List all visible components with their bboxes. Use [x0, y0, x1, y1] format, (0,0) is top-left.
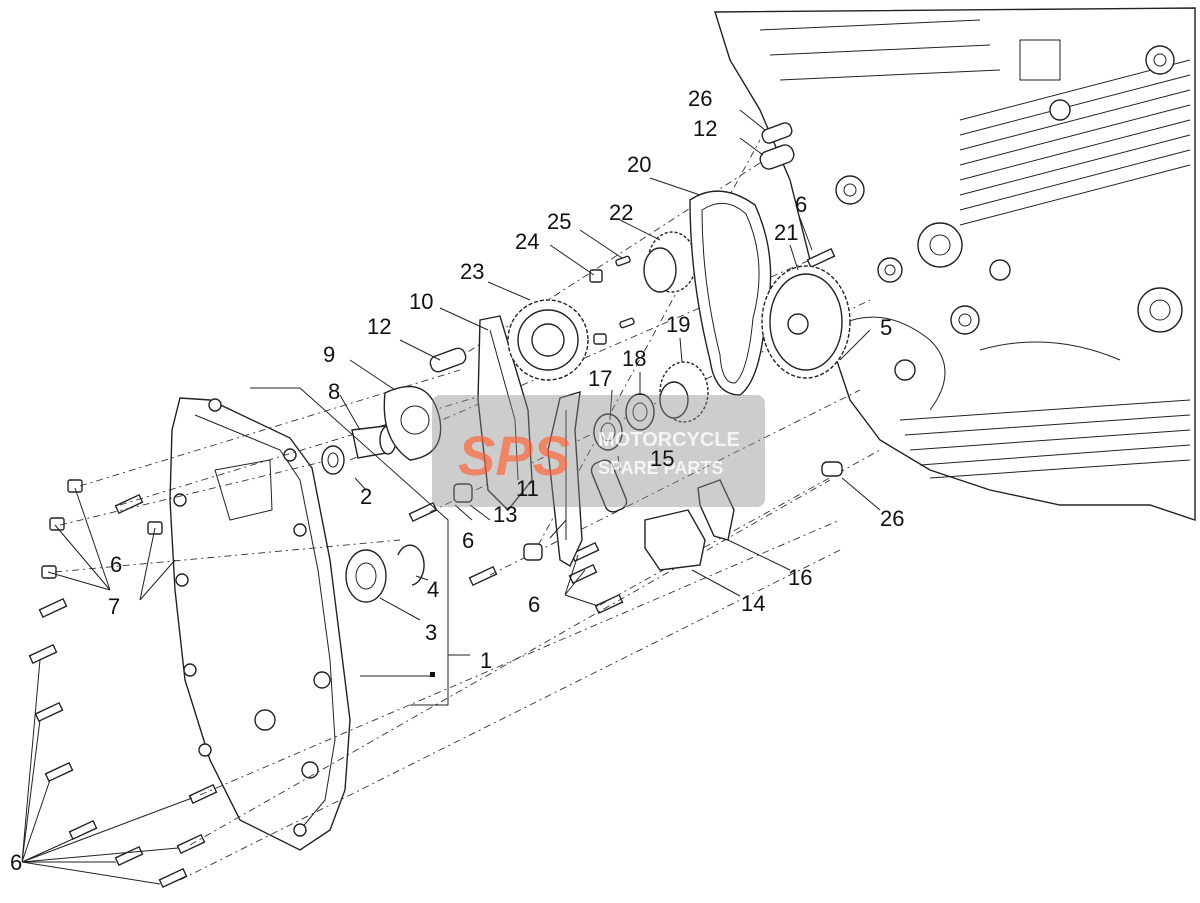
callout-6-e: 6 [795, 192, 807, 217]
callout-1-marker [430, 672, 435, 677]
callout-2: 2 [360, 484, 372, 509]
callout-8: 8 [328, 379, 340, 404]
watermark-line1: MOTORCYCLE [598, 429, 740, 451]
watermark-box [432, 395, 765, 507]
watermark: SPS MOTORCYCLE SPARE PARTS [432, 395, 765, 507]
callout-16: 16 [788, 565, 812, 590]
callout-13: 13 [493, 502, 517, 527]
callout-24: 24 [515, 229, 539, 254]
callout-5: 5 [880, 315, 892, 340]
assembly-axes [54, 139, 881, 881]
engine-block [714, 7, 1196, 521]
callout-9: 9 [323, 342, 335, 367]
callout-6-c: 6 [462, 528, 474, 553]
callout-25: 25 [547, 209, 571, 234]
callout-12-b: 12 [693, 116, 717, 141]
callout-6-b: 6 [10, 850, 22, 875]
cover-bolts [28, 247, 836, 889]
callout-numbers: 1 2 3 4 5 6 6 6 6 6 7 8 9 10 11 12 12 13… [10, 86, 904, 875]
crankcase-cover [169, 397, 351, 851]
callout-3: 3 [425, 620, 437, 645]
callout-26-b: 26 [880, 506, 904, 531]
callout-22: 22 [609, 200, 633, 225]
callout-21: 21 [774, 220, 798, 245]
callout-4: 4 [427, 577, 439, 602]
callout-6-a: 6 [110, 552, 122, 577]
callout-10: 10 [409, 289, 433, 314]
callout-19: 19 [666, 312, 690, 337]
callout-17: 17 [588, 366, 612, 391]
watermark-line2: SPARE PARTS [598, 458, 723, 478]
callout-18: 18 [622, 346, 646, 371]
timing-components [321, 122, 851, 603]
callout-6-d: 6 [528, 592, 540, 617]
leader-lines [21, 109, 881, 885]
callout-11: 11 [516, 476, 539, 501]
callout-12-a: 12 [367, 314, 391, 339]
watermark-logo: SPS [458, 424, 570, 487]
callout-15: 15 [650, 446, 674, 471]
callout-23: 23 [460, 259, 484, 284]
callout-1: 1 [480, 648, 492, 673]
callout-20: 20 [627, 152, 651, 177]
callout-7: 7 [108, 594, 120, 619]
callout-26-a: 26 [688, 86, 712, 111]
callout-14: 14 [741, 591, 765, 616]
